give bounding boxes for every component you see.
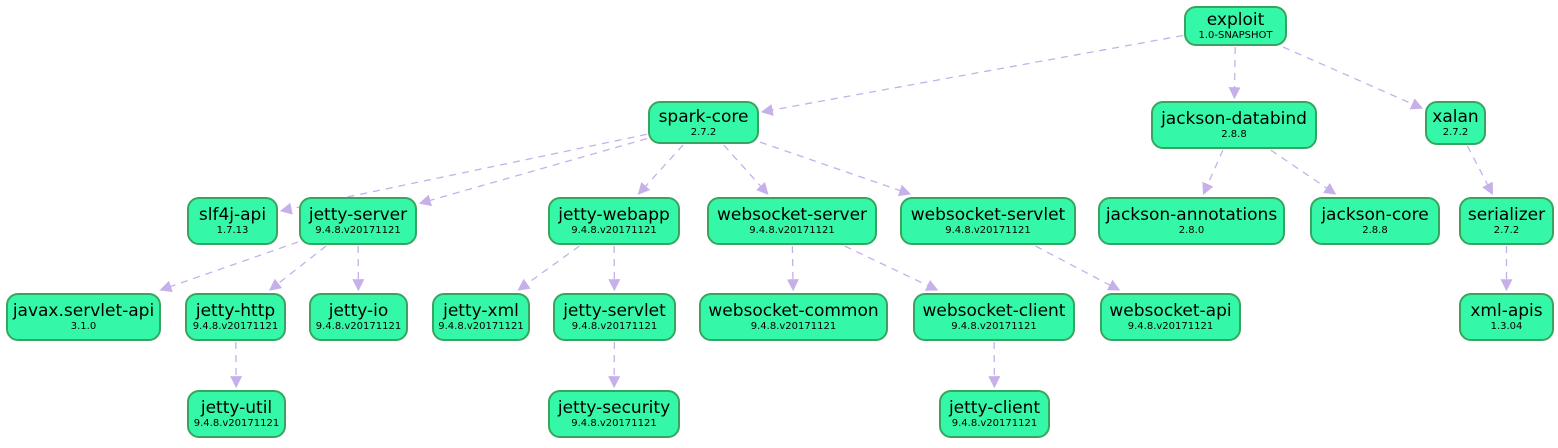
node-name: jetty-xml xyxy=(443,301,519,321)
node-version: 9.4.8.v20171121 xyxy=(194,418,279,430)
node-version: 9.4.8.v20171121 xyxy=(1128,321,1213,333)
edge-xalan-to-serializer xyxy=(1468,146,1493,194)
node-version: 1.3.04 xyxy=(1491,321,1523,333)
node-name: serializer xyxy=(1468,205,1545,225)
edge-exploit-to-xalan xyxy=(1283,47,1422,108)
node-version: 9.4.8.v20171121 xyxy=(193,321,278,333)
node-version: 9.4.8.v20171121 xyxy=(571,418,656,430)
node-name: jackson-core xyxy=(1321,205,1428,225)
node-name: jetty-servlet xyxy=(563,301,666,321)
edge-spark-core-to-websocket-server xyxy=(724,145,768,194)
node-name: exploit xyxy=(1207,10,1265,30)
edge-spark-core-to-websocket-servlet xyxy=(760,142,910,194)
edge-jetty-webapp-to-jetty-xml xyxy=(518,246,579,290)
node-name: websocket-client xyxy=(923,301,1066,321)
edge-jackson-databind-to-jackson-annotations xyxy=(1204,150,1223,194)
node-version: 9.4.8.v20171121 xyxy=(572,321,657,333)
node-name: xalan xyxy=(1432,107,1478,127)
edge-jetty-server-to-jetty-http xyxy=(270,246,326,290)
node-version: 2.7.2 xyxy=(691,127,716,139)
node-version: 9.4.8.v20171121 xyxy=(315,225,400,237)
node-name: jetty-server xyxy=(309,205,407,225)
edge-jetty-server-to-javax-servlet-api xyxy=(161,242,298,290)
node-name: jetty-io xyxy=(329,301,389,321)
node-name: jetty-http xyxy=(196,301,275,321)
node-name: websocket-server xyxy=(717,205,867,225)
node-name: xml-apis xyxy=(1470,301,1542,321)
edge-spark-core-to-jetty-webapp xyxy=(639,145,684,194)
node-name: jetty-client xyxy=(949,398,1040,418)
node-version: 9.4.8.v20171121 xyxy=(316,321,401,333)
edge-jackson-databind-to-jackson-core xyxy=(1271,150,1336,194)
node-name: spark-core xyxy=(659,107,749,127)
node-version: 2.7.2 xyxy=(1443,127,1468,139)
edge-exploit-to-spark-core xyxy=(762,36,1183,112)
node-version: 2.8.0 xyxy=(1179,225,1204,237)
node-version: 2.8.8 xyxy=(1362,225,1387,237)
edge-websocket-servlet-to-websocket-api xyxy=(1036,246,1120,290)
node-name: jetty-util xyxy=(201,398,272,418)
edge-exploit-to-jackson-databind xyxy=(1234,47,1235,98)
node-name: jetty-webapp xyxy=(558,205,670,225)
edge-websocket-server-to-websocket-common xyxy=(792,246,793,290)
node-name: websocket-common xyxy=(708,301,878,321)
node-version: 9.4.8.v20171121 xyxy=(951,321,1036,333)
node-version: 9.4.8.v20171121 xyxy=(751,321,836,333)
node-version: 1.7.13 xyxy=(217,225,249,237)
node-version: 1.0-SNAPSHOT xyxy=(1198,30,1272,42)
node-version: 3.1.0 xyxy=(71,321,96,333)
node-name: jackson-annotations xyxy=(1106,205,1277,225)
edge-websocket-server-to-websocket-client xyxy=(845,246,938,290)
node-version: 9.4.8.v20171121 xyxy=(945,225,1030,237)
node-version: 9.4.8.v20171121 xyxy=(952,418,1037,430)
node-name: javax.servlet-api xyxy=(13,301,154,321)
node-name: websocket-api xyxy=(1109,301,1231,321)
node-version: 2.7.2 xyxy=(1494,225,1519,237)
node-name: websocket-servlet xyxy=(911,205,1065,225)
node-version: 9.4.8.v20171121 xyxy=(749,225,834,237)
node-name: jackson-databind xyxy=(1161,109,1307,129)
node-version: 9.4.8.v20171121 xyxy=(571,225,656,237)
edge-spark-core-to-jetty-server xyxy=(420,139,647,204)
node-version: 2.8.8 xyxy=(1221,129,1246,141)
node-version: 9.4.8.v20171121 xyxy=(438,321,523,333)
node-name: jetty-security xyxy=(558,398,670,418)
node-name: slf4j-api xyxy=(199,205,266,225)
